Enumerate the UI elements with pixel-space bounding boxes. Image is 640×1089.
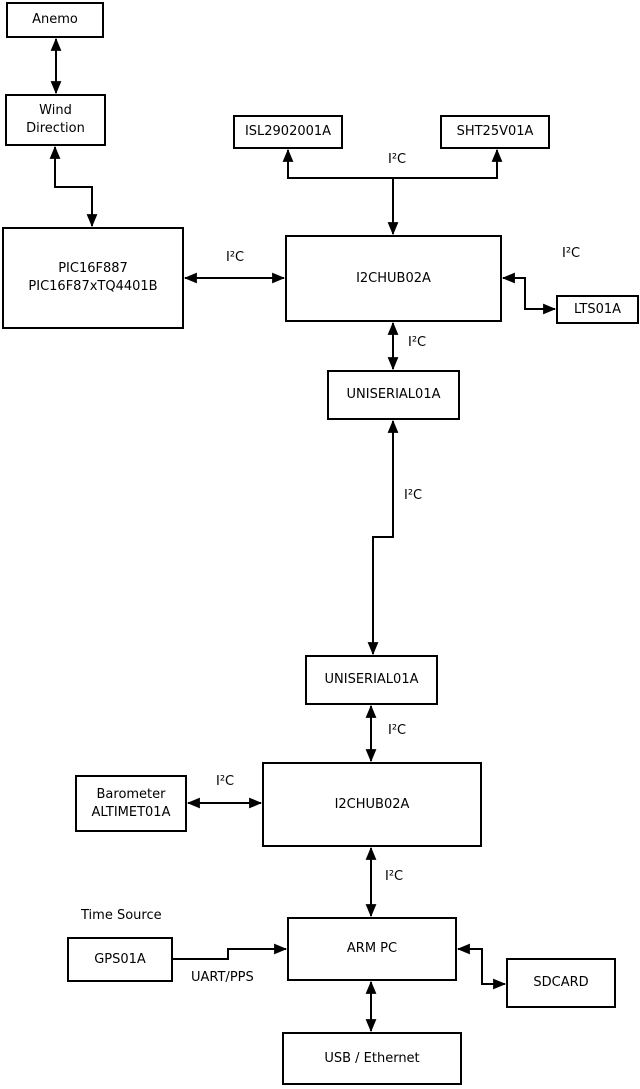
edge-label-i2c-lts: I²C xyxy=(562,246,581,261)
node-gps: GPS01A xyxy=(67,937,173,982)
node-lts-temperature-sensor: LTS01A xyxy=(556,295,639,324)
time-source-label: Time Source xyxy=(81,908,162,923)
edge-label-i2c-hub2-armpc: I²C xyxy=(385,869,404,884)
node-i2c-hub-1: I2CHUB02A xyxy=(285,235,502,322)
edge-label-i2c-barometer: I²C xyxy=(216,774,235,789)
node-isl-light-sensor: ISL2902001A xyxy=(233,115,343,149)
node-i2c-hub-2: I2CHUB02A xyxy=(262,762,482,847)
edge-label-i2c-uniserial-hub2: I²C xyxy=(388,723,407,738)
node-barometer: Barometer ALTIMET01A xyxy=(75,775,187,832)
node-anemometer: Anemo xyxy=(6,2,104,38)
edge-label-i2c-uniserial-link: I²C xyxy=(404,488,423,503)
node-usb-ethernet: USB / Ethernet xyxy=(282,1032,462,1085)
edge-gps-armpc xyxy=(173,943,288,960)
edge-wind-pic xyxy=(49,145,98,228)
edge-uniserial1-uniserial2 xyxy=(367,419,399,656)
edge-label-i2c-hub1-uniserial: I²C xyxy=(408,335,427,350)
node-sht-humidity-sensor: SHT25V01A xyxy=(440,115,550,149)
node-pic-microcontroller: PIC16F887 PIC16F87xTQ4401B xyxy=(2,227,184,329)
edge-label-uart-pps: UART/PPS xyxy=(191,970,254,985)
edge-hub1-lts xyxy=(501,272,557,315)
node-wind-direction: Wind Direction xyxy=(5,94,106,146)
edge-armpc-sdcard xyxy=(456,943,507,990)
node-sdcard: SDCARD xyxy=(506,958,616,1008)
node-uniserial-2: UNISERIAL01A xyxy=(305,655,438,705)
node-uniserial-1: UNISERIAL01A xyxy=(327,370,460,420)
edge-label-i2c-sensors: I²C xyxy=(388,152,407,167)
edge-label-i2c-pic-hub1: I²C xyxy=(226,250,245,265)
node-arm-pc: ARM PC xyxy=(287,917,457,981)
